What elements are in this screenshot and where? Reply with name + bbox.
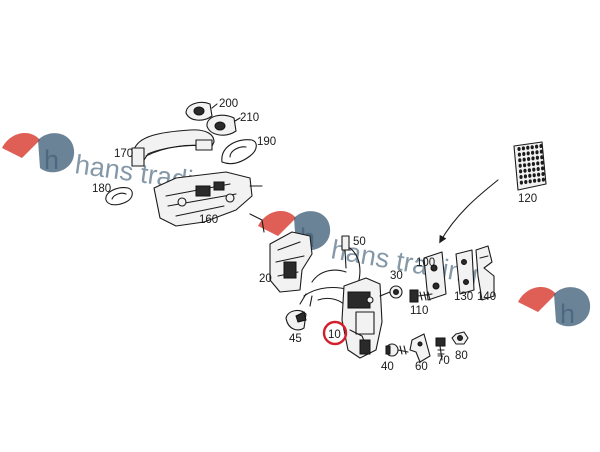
part-label-180: 180 [92, 183, 111, 195]
pad-grid-dot [527, 168, 532, 173]
pad-grid-dot [527, 162, 531, 167]
pad-grid-dot [535, 144, 539, 149]
watermark-logo-letter: h [44, 145, 59, 175]
pad-grid-dot [541, 166, 545, 171]
pad-grid-dot [531, 156, 535, 161]
part-label-45: 45 [289, 333, 302, 345]
pad-grid-dot [537, 178, 541, 183]
pad-grid-dot [524, 180, 528, 184]
pad-grid-dot [517, 147, 521, 151]
part-170-drawing [131, 129, 215, 167]
part-10-drawing [299, 269, 383, 359]
part-10-highlight-circle [322, 320, 348, 346]
part-180-drawing [105, 187, 133, 206]
part-190-drawing [221, 139, 257, 165]
part-label-200: 200 [219, 98, 238, 110]
part-label-40: 40 [381, 361, 394, 373]
part-60-drawing [409, 333, 431, 363]
part-100-drawing [423, 251, 447, 301]
pad-grid-dot [523, 163, 527, 168]
part-30-drawing [379, 285, 403, 299]
pad-grid-dot [537, 172, 541, 177]
pad-grid-dot [521, 146, 526, 151]
part-label-130: 130 [454, 291, 473, 303]
part-110-drawing [409, 289, 433, 303]
pad-grid-dot [531, 162, 536, 166]
part-160-drawing [153, 171, 265, 233]
arrow-120-to-lock [439, 179, 499, 244]
part-210-drawing [206, 114, 241, 136]
pad-grid-dot [531, 150, 535, 155]
pad-grid-dot [526, 145, 530, 150]
pad-grid-dot [522, 157, 526, 162]
pad-grid-dot [535, 150, 539, 155]
pad-grid-dot [540, 160, 544, 165]
part-70-drawing [435, 337, 446, 361]
pad-grid-dot [541, 172, 545, 176]
pad-grid-dot [526, 151, 530, 156]
pad-grid-dot [535, 155, 540, 160]
part-40-drawing [385, 343, 409, 357]
pad-grid-dot [532, 173, 536, 178]
part-120-drawing [513, 141, 547, 191]
pad-grid-dot [528, 173, 532, 178]
pad-grid-dot [533, 178, 537, 183]
pad-grid-dot [522, 152, 526, 156]
pad-grid-dot [527, 157, 531, 161]
part-label-70: 70 [437, 355, 450, 367]
part-80-drawing [451, 331, 469, 345]
part-label-20: 20 [259, 273, 272, 285]
pad-grid-dot [539, 144, 543, 148]
part-label-10: 10 [328, 329, 341, 341]
part-label-60: 60 [415, 361, 428, 373]
watermark-logo-letter: h [560, 299, 575, 329]
pad-grid-dot [519, 180, 524, 185]
part-130-drawing [455, 249, 475, 295]
part-label-100: 100 [416, 257, 435, 269]
part-label-110: 110 [410, 305, 428, 317]
part-label-210: 210 [240, 112, 259, 124]
pad-grid-dot [523, 168, 527, 173]
pad-grid-dot [523, 174, 528, 179]
pad-grid-dot [539, 149, 544, 154]
part-label-30: 30 [390, 270, 403, 282]
part-label-190: 190 [257, 136, 276, 148]
pad-grid-dot [536, 161, 540, 166]
part-label-50: 50 [353, 236, 366, 248]
pad-grid-dot [519, 169, 523, 174]
part-label-120: 120 [518, 193, 537, 205]
pad-grid-dot [519, 175, 523, 179]
part-label-160: 160 [199, 214, 218, 226]
pad-grid-dot [518, 158, 522, 163]
pad-grid-dot [528, 179, 532, 184]
pad-grid-dot [536, 167, 540, 171]
pad-grid-dot [541, 177, 546, 182]
part-label-140: 140 [477, 291, 496, 303]
part-140-drawing [475, 245, 495, 301]
part-label-80: 80 [455, 350, 468, 362]
pad-grid-dot [518, 163, 522, 168]
part-45-drawing [285, 309, 307, 331]
part-20-drawing [269, 231, 313, 293]
pad-grid-dot [530, 145, 534, 150]
part-200-drawing [185, 101, 218, 121]
pad-grid-dot [517, 152, 522, 157]
watermark-logo-right: h [518, 287, 591, 329]
pad-grid-dot [532, 167, 536, 172]
part-label-170: 170 [114, 148, 133, 160]
pad-grid-dot [540, 155, 544, 160]
